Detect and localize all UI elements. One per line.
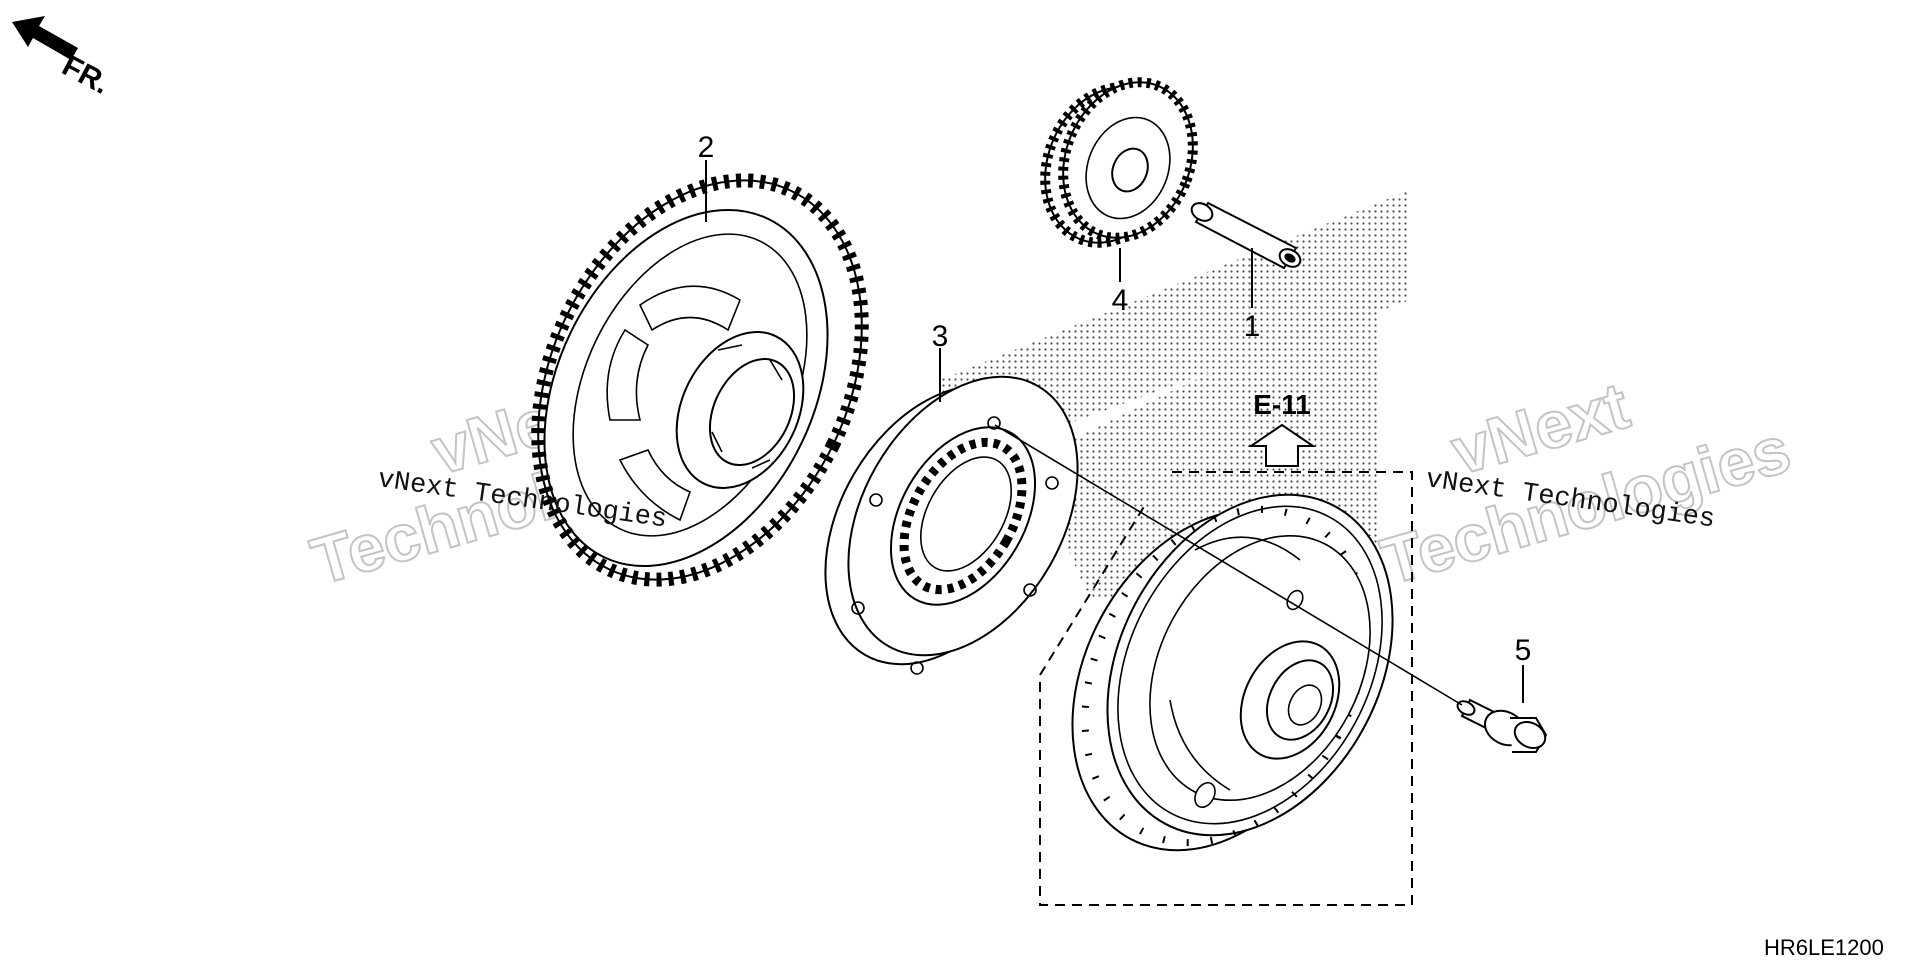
callout-part-2: 2 — [698, 131, 715, 164]
assembly-outline — [1039, 471, 1413, 906]
callout-part-3: 3 — [932, 320, 949, 353]
leader-lines — [705, 160, 1524, 703]
callout-part-5: 5 — [1515, 634, 1532, 667]
reference-e11[interactable]: E-11 — [1247, 389, 1317, 467]
assembly-axis — [994, 424, 1463, 706]
diagram-code: HR6LE1200 — [1764, 935, 1884, 960]
arrow-up-icon — [1247, 423, 1317, 467]
callout-part-4: 4 — [1112, 284, 1129, 317]
callout-part-1: 1 — [1244, 310, 1261, 343]
front-arrow-icon: FR. — [12, 16, 115, 101]
part-3-clutch — [824, 375, 1079, 675]
part-2-gear — [531, 173, 869, 587]
flywheel-rotor — [1071, 493, 1394, 852]
part-4-idler-gear — [1040, 77, 1198, 248]
reference-code[interactable]: E-11 — [1253, 389, 1311, 420]
part-1-shaft — [1190, 201, 1302, 270]
svg-text:FR.: FR. — [57, 49, 115, 101]
part-5-bolt — [1456, 698, 1548, 753]
